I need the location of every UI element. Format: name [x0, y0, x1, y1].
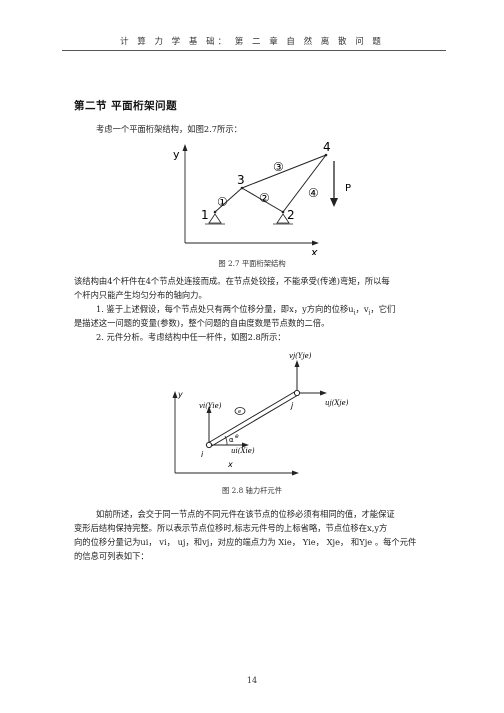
element-3-label: ③	[273, 160, 284, 174]
member-4	[282, 154, 327, 213]
member-1	[214, 187, 243, 213]
section-title: 第二节 平面桁架问题	[74, 100, 178, 112]
element-1-label: ①	[217, 195, 228, 209]
load-label: P	[345, 183, 351, 194]
node-2-label: 2	[287, 208, 295, 222]
y-axis-arrow	[182, 144, 188, 151]
member-3	[241, 154, 327, 189]
node-j-label: j	[290, 401, 294, 410]
x-axis-arrow	[312, 240, 319, 246]
angle-arc	[224, 435, 228, 446]
angle-e-label: e	[235, 433, 239, 440]
intro-paragraph: 考虑一个平面桁架结构，如图2.7所示：	[96, 124, 242, 134]
figure-caption-1: 图 2.7 平面桁架结构	[218, 259, 286, 268]
paragraph-1-line-2: 个杆内只能产生均匀分布的轴向力。	[74, 290, 207, 300]
node-4-label: 4	[323, 140, 331, 154]
support-2	[276, 213, 290, 224]
paragraph-2-line-2: 是描述这一问题的变量(参数)，整个问题的自由度数是节点数的二倍。	[74, 318, 330, 328]
paragraph-4-line-3: 向的位移分量记为ui， vi， uj，和vj，对应的端点力为 Xie， Yie，…	[74, 537, 417, 547]
axis-x-label: x	[310, 246, 318, 255]
paragraph-4-line-2: 变形后结构保持完整。所以表示节点位移时,标志元件号的上标省略，节点位移在x,y方	[74, 523, 388, 533]
figure-caption-2: 图 2.8 轴力杆元件	[221, 486, 283, 495]
axis-y-label: y	[177, 390, 183, 399]
node-1-label: 1	[201, 208, 209, 222]
node-3-label: 3	[237, 173, 245, 187]
node-i	[205, 441, 213, 449]
paragraph-1-line-1: 该结构由4个杆件在4个节点处连接而成。在节点处铰接，不能承受(传递)弯矩，所以每	[74, 276, 390, 286]
uj-label: uj(Xje)	[325, 399, 349, 407]
member-2	[241, 187, 284, 213]
vj-label: vj(Yje)	[289, 352, 312, 360]
figure-truss: y x 1 2 3 4 ① ② ③ ④ P	[173, 140, 351, 255]
axis-y-label: y	[173, 148, 180, 161]
node-j	[293, 389, 301, 397]
element-bar-top	[207, 390, 297, 444]
element-2-label: ②	[259, 191, 270, 205]
paragraph-2-line-1: 1. 鉴于上述假设，每个节点处只有两个位移分量，即x，y方向的位移ui，vi，它…	[96, 304, 396, 317]
element-number-marker	[234, 407, 246, 415]
element-4-label: ④	[308, 186, 319, 200]
node-i-label: i	[201, 450, 204, 459]
figure-axial-element: y x i j vj(Yje) uj(Xje) vi(Yie) ui(Xie) …	[172, 352, 349, 476]
support-1	[208, 213, 222, 224]
page-number: 14	[246, 676, 258, 685]
axis-x-label: x	[227, 460, 233, 469]
element-bar-bottom	[209, 394, 299, 448]
paragraph-3: 2. 元件分析。考虑结构中任一杆件，如图2.8所示：	[96, 332, 286, 342]
element-number-label: e	[238, 409, 241, 415]
angle-alpha-label: α	[229, 436, 234, 444]
header-rule	[62, 50, 446, 51]
paragraph-4-line-1: 如前所述，会交于同一节点的不同元件在该节点的位移必须有相同的值，才能保证	[96, 509, 395, 519]
paragraph-4-line-4: 的信息可列表如下：	[74, 551, 149, 561]
ui-label: ui(Xie)	[231, 447, 255, 455]
vi-label: vi(Yie)	[199, 402, 222, 410]
running-header: 计 算 力 学 基 础： 第 二 章 自 然 离 散 问 题	[120, 37, 384, 47]
